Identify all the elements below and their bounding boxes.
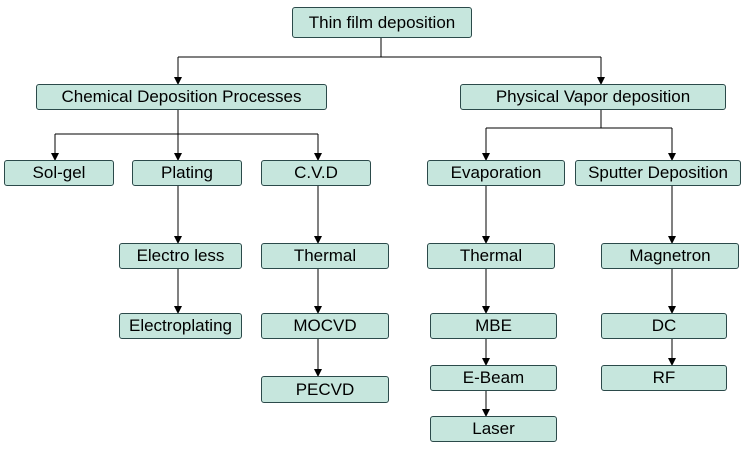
node-cvd: C.V.D <box>261 160 371 186</box>
node-dc: DC <box>601 313 727 339</box>
node-plating: Plating <box>132 160 242 186</box>
node-mocvd: MOCVD <box>261 313 389 339</box>
node-evaporation-thermal: Thermal <box>427 243 555 269</box>
node-chemical-deposition-processes: Chemical Deposition Processes <box>36 84 327 110</box>
node-magnetron: Magnetron <box>601 243 739 269</box>
node-mbe: MBE <box>430 313 557 339</box>
root-node-thin-film-deposition: Thin film deposition <box>292 7 472 38</box>
node-laser: Laser <box>430 416 557 442</box>
node-electroplating: Electroplating <box>119 313 242 339</box>
node-pecvd: PECVD <box>261 376 389 403</box>
node-physical-vapor-deposition: Physical Vapor deposition <box>460 84 726 110</box>
node-sol-gel: Sol-gel <box>4 160 114 186</box>
node-evaporation: Evaporation <box>427 160 565 186</box>
node-cvd-thermal: Thermal <box>261 243 389 269</box>
node-sputter-deposition: Sputter Deposition <box>575 160 741 186</box>
node-rf: RF <box>601 365 727 391</box>
node-electro-less: Electro less <box>119 243 242 269</box>
node-e-beam: E-Beam <box>430 365 557 391</box>
